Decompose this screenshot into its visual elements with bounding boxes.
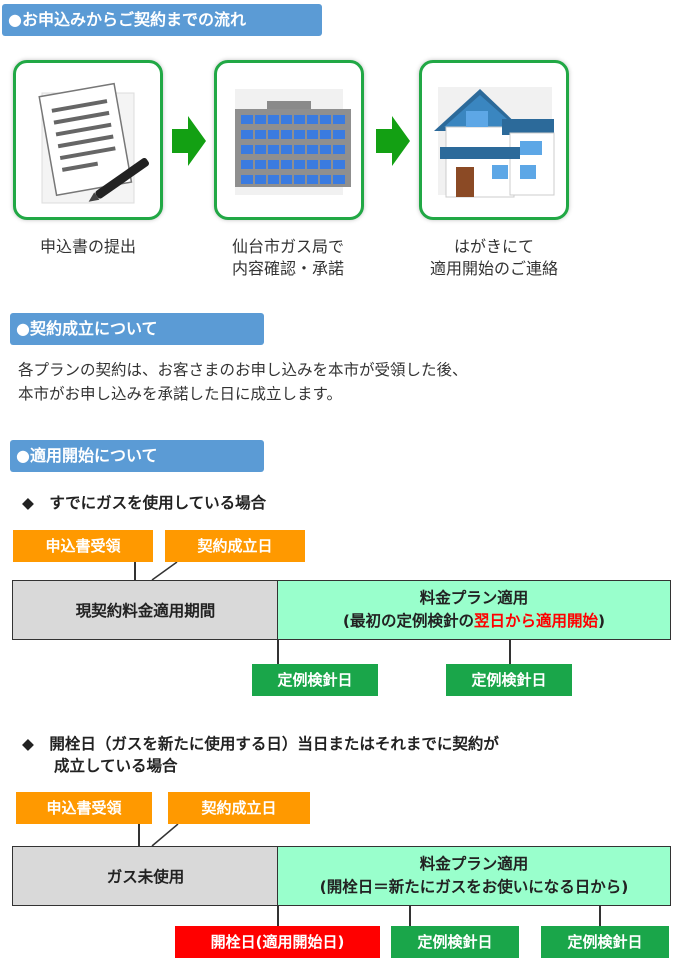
connector-line <box>409 906 411 928</box>
step-card-application <box>13 60 163 220</box>
start-section-header: ●適用開始について <box>10 440 264 472</box>
connector-line <box>509 640 511 664</box>
case1-contract-established-tag: 契約成立日 <box>165 530 305 562</box>
case1-plan-applied-period: 料金プラン適用 (最初の定例検針の翌日から適用開始) <box>277 580 671 640</box>
case2-meter-reading-day-2: 定例検針日 <box>541 926 669 958</box>
case1-application-received-tag: 申込書受領 <box>13 530 153 562</box>
connector-line <box>599 906 601 928</box>
connector-line <box>277 906 279 928</box>
step-caption-notice: はがきにて 適用開始のご連絡 <box>429 237 558 278</box>
case2-plan-applied-period: 料金プラン適用 (開栓日＝新たにガスをお使いになる日から) <box>277 846 671 906</box>
contract-description: 各プランの契約は、お客さまのお申し込みを本市が受領した後、 本市がお申し込みを承… <box>18 361 468 403</box>
step-card-notice <box>419 60 569 220</box>
case1-current-rate-period: 現契約料金適用期間 <box>12 580 278 640</box>
building-icon <box>235 89 351 195</box>
case2-opening-day-tag: 開栓日(適用開始日) <box>175 926 380 958</box>
case1-meter-reading-day-1: 定例検針日 <box>252 664 378 696</box>
arrow-right-icon <box>172 116 206 166</box>
case1-heading: ◆ すでにガスを使用している場合 <box>22 494 267 512</box>
step-caption-application: 申込書の提出 <box>39 237 136 256</box>
connector-line <box>138 824 140 846</box>
case2-gas-unused-period: ガス未使用 <box>12 846 278 906</box>
case2-heading: ◆ 開栓日（ガスを新たに使用する日）当日またはそれまでに契約が 成立している場合 <box>22 735 499 775</box>
contract-section-header: ●契約成立について <box>10 313 264 345</box>
step-card-review <box>214 60 364 220</box>
case2-meter-reading-day-1: 定例検針日 <box>391 926 519 958</box>
case1-meter-reading-day-2: 定例検針日 <box>446 664 572 696</box>
step-caption-review: 仙台市ガス局で 内容確認・承諾 <box>231 237 344 278</box>
flow-section-header: ●お申込みからご契約までの流れ <box>2 4 322 36</box>
start-next-day-highlight: 翌日から適用開始 <box>473 612 598 630</box>
case2-contract-established-tag: 契約成立日 <box>168 792 310 824</box>
connector-line <box>134 562 136 580</box>
case2-application-received-tag: 申込書受領 <box>16 792 152 824</box>
document-icon <box>38 82 149 204</box>
arrow-right-icon <box>376 116 410 166</box>
connector-line <box>277 640 279 664</box>
connector-line <box>151 824 179 847</box>
connector-line <box>151 562 178 581</box>
house-icon <box>434 87 555 198</box>
